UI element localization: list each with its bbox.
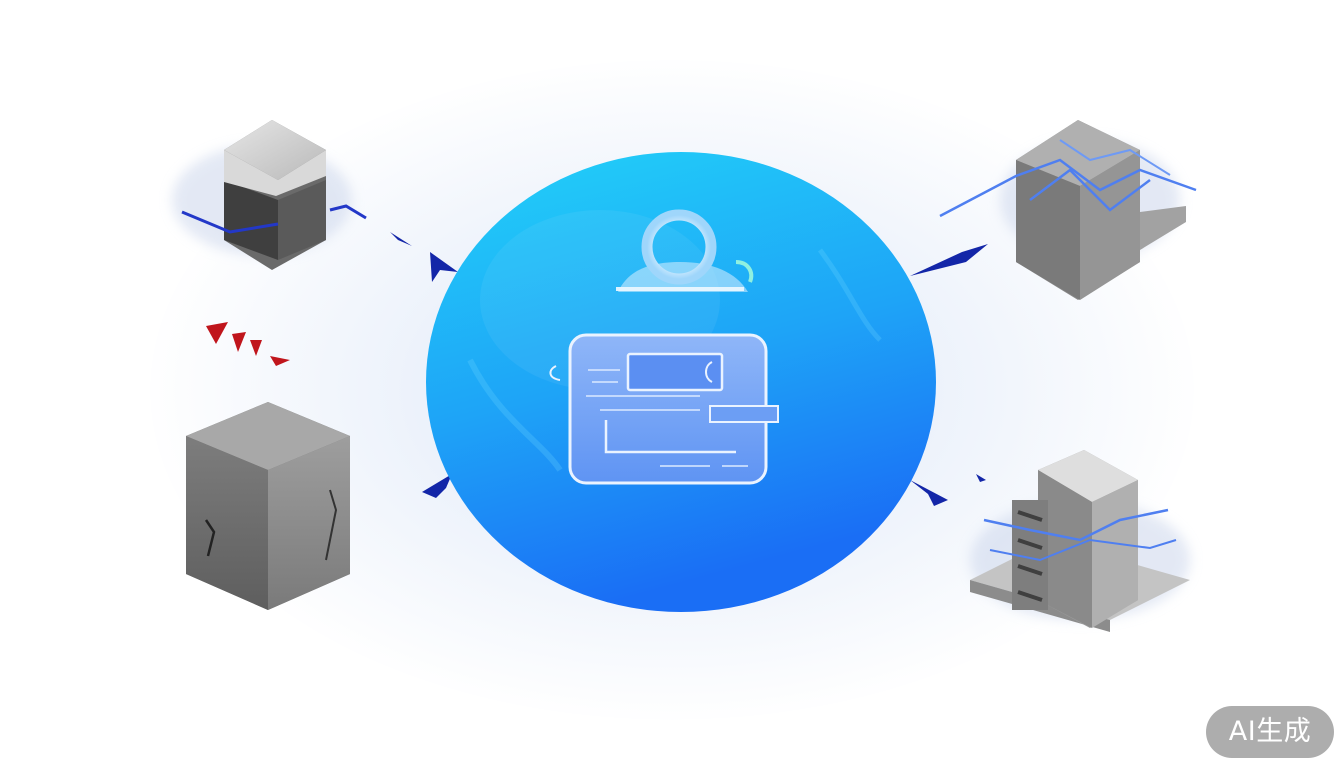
network-tower-icon (939, 120, 1197, 300)
arrow-tick-right (976, 474, 986, 482)
ai-generated-badge: AI生成 (1206, 706, 1334, 758)
arrow-top-left (390, 232, 412, 246)
user-icon (616, 209, 754, 292)
arrow-bottom-right (910, 480, 948, 506)
arrow-top-right (910, 244, 988, 276)
server-cube-icon (172, 120, 367, 270)
storage-block-icon (186, 402, 350, 610)
id-card-icon (549, 333, 779, 485)
data-center-icon (970, 450, 1190, 632)
connector-arrows (390, 232, 988, 506)
red-accent-marks (206, 322, 290, 366)
arrow-top-left-2 (430, 252, 458, 282)
arrow-bottom-left (422, 474, 452, 498)
